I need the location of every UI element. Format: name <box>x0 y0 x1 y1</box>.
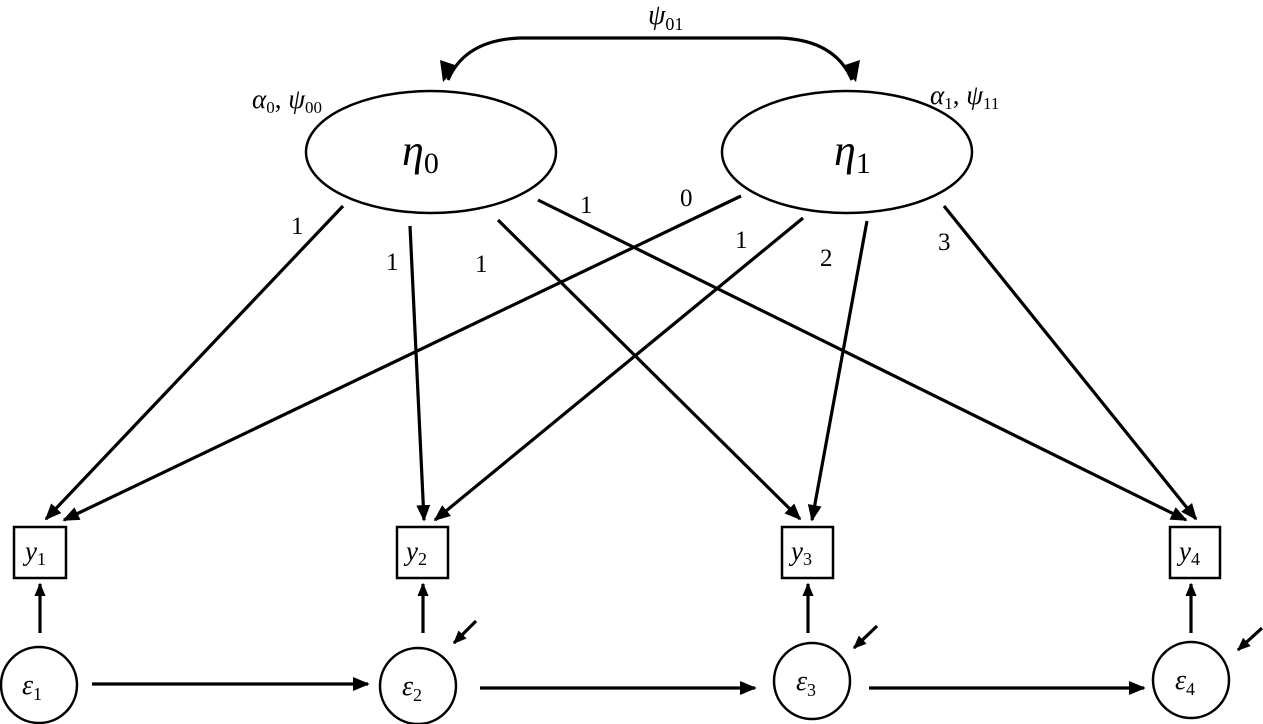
eta0-params-label: α0, ψ00 <box>252 84 322 117</box>
loading-eta1-y3 <box>807 220 869 522</box>
svg-text:ε4: ε4 <box>1175 665 1195 699</box>
loading-eta1-y1 <box>62 194 742 522</box>
svg-text:η0: η0 <box>402 126 439 180</box>
latent-factor-eta0: η0 <box>304 89 558 215</box>
loading-label-eta1-y4: 3 <box>938 229 951 256</box>
latent-factor-eta1: η1 <box>720 89 974 215</box>
disturbance-arrow-e3 <box>852 624 879 650</box>
loading-eta0-y2 <box>408 225 431 522</box>
observed-y3: y3 <box>780 525 835 580</box>
eta1-params-label: α1, ψ11 <box>930 80 999 113</box>
svg-text:y3: y3 <box>788 536 812 569</box>
loading-label-eta1-y3: 2 <box>820 245 833 272</box>
loading-eta1-y2 <box>433 216 805 522</box>
loading-label-eta0-y2: 1 <box>386 249 399 276</box>
svg-text:ε1: ε1 <box>22 670 42 704</box>
svg-text:ε2: ε2 <box>402 671 422 705</box>
loading-label-eta0-y1: 1 <box>291 213 304 240</box>
covariance-arrowhead-left <box>440 60 458 82</box>
observed-y4: y4 <box>1168 525 1222 580</box>
covariance-arrow <box>446 36 854 81</box>
disturbance-arrow-e2 <box>452 619 478 645</box>
loading-label-eta0-y4: 1 <box>580 192 593 219</box>
disturbance-arrow-e4 <box>1236 626 1263 652</box>
svg-text:η1: η1 <box>834 126 871 180</box>
loading-eta1-y4 <box>942 204 1198 521</box>
error-e3: ε3 <box>772 641 852 721</box>
observed-y2: y2 <box>395 525 450 580</box>
error-e2: ε2 <box>378 646 458 724</box>
observed-y1: y1 <box>12 525 68 580</box>
svg-text:ε3: ε3 <box>796 666 816 700</box>
svg-text:y2: y2 <box>403 536 427 569</box>
covariance-label: ψ01 <box>648 0 683 34</box>
loading-eta0-y1 <box>44 204 345 521</box>
loading-eta0-y3 <box>496 218 802 521</box>
loading-label-eta1-y1: 0 <box>680 185 693 212</box>
svg-text:y1: y1 <box>22 536 46 569</box>
error-e4: ε4 <box>1151 640 1231 720</box>
loading-eta0-y4 <box>537 198 1188 522</box>
error-e1: ε1 <box>0 645 79 724</box>
loading-label-eta0-y3: 1 <box>475 251 488 278</box>
covariance-arrowhead-right <box>842 60 860 82</box>
loading-label-eta1-y2: 1 <box>735 227 748 254</box>
svg-text:y4: y4 <box>1176 536 1200 569</box>
